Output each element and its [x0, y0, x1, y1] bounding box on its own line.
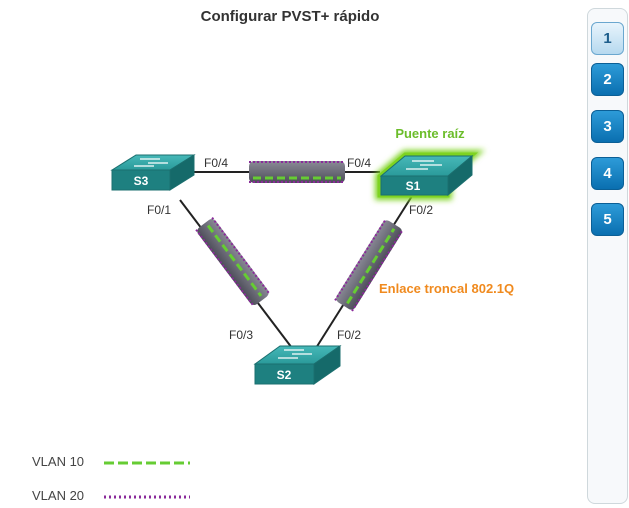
- switch-s1[interactable]: S1: [375, 150, 485, 200]
- step-button-2[interactable]: 2: [591, 63, 624, 96]
- step-button-5[interactable]: 5: [591, 203, 624, 236]
- port-label-s2-f02: F0/2: [337, 328, 361, 342]
- step-rail: [590, 28, 625, 498]
- switch-label-s3: S3: [134, 174, 149, 188]
- port-label-s2-f03: F0/3: [229, 328, 253, 342]
- trunk-s3-s2: [195, 217, 271, 307]
- root-bridge-label: Puente raíz: [395, 126, 465, 141]
- step-button-3[interactable]: 3: [591, 110, 624, 143]
- trunk-label: Enlace troncal 802.1Q: [379, 281, 514, 296]
- switch-label-s1: S1: [406, 179, 421, 193]
- port-label-s3-f01: F0/1: [147, 203, 171, 217]
- switch-label-s2: S2: [277, 368, 292, 382]
- switch-s3[interactable]: S3: [110, 154, 196, 191]
- step-button-4[interactable]: 4: [591, 157, 624, 190]
- switch-arrows-icon: [278, 349, 312, 359]
- port-label-s3-f04: F0/4: [204, 156, 228, 170]
- trunk-s1-s2: [334, 218, 404, 312]
- port-label-s1-f04: F0/4: [347, 156, 371, 170]
- legend: VLAN 10 VLAN 20: [32, 454, 190, 503]
- switch-arrows-icon: [406, 160, 442, 170]
- trunk-s3-s1: [249, 161, 345, 183]
- step-button-1[interactable]: 1: [591, 22, 624, 55]
- legend-label-vlan10: VLAN 10: [32, 454, 84, 469]
- switch-arrows-icon: [134, 158, 168, 167]
- page-title: Configurar PVST+ rápido: [200, 8, 380, 25]
- legend-label-vlan20: VLAN 20: [32, 488, 84, 503]
- switch-s2[interactable]: S2: [253, 345, 342, 385]
- step-navigation: 1 2 3 4 5: [587, 8, 628, 504]
- port-label-s1-f02: F0/2: [409, 203, 433, 217]
